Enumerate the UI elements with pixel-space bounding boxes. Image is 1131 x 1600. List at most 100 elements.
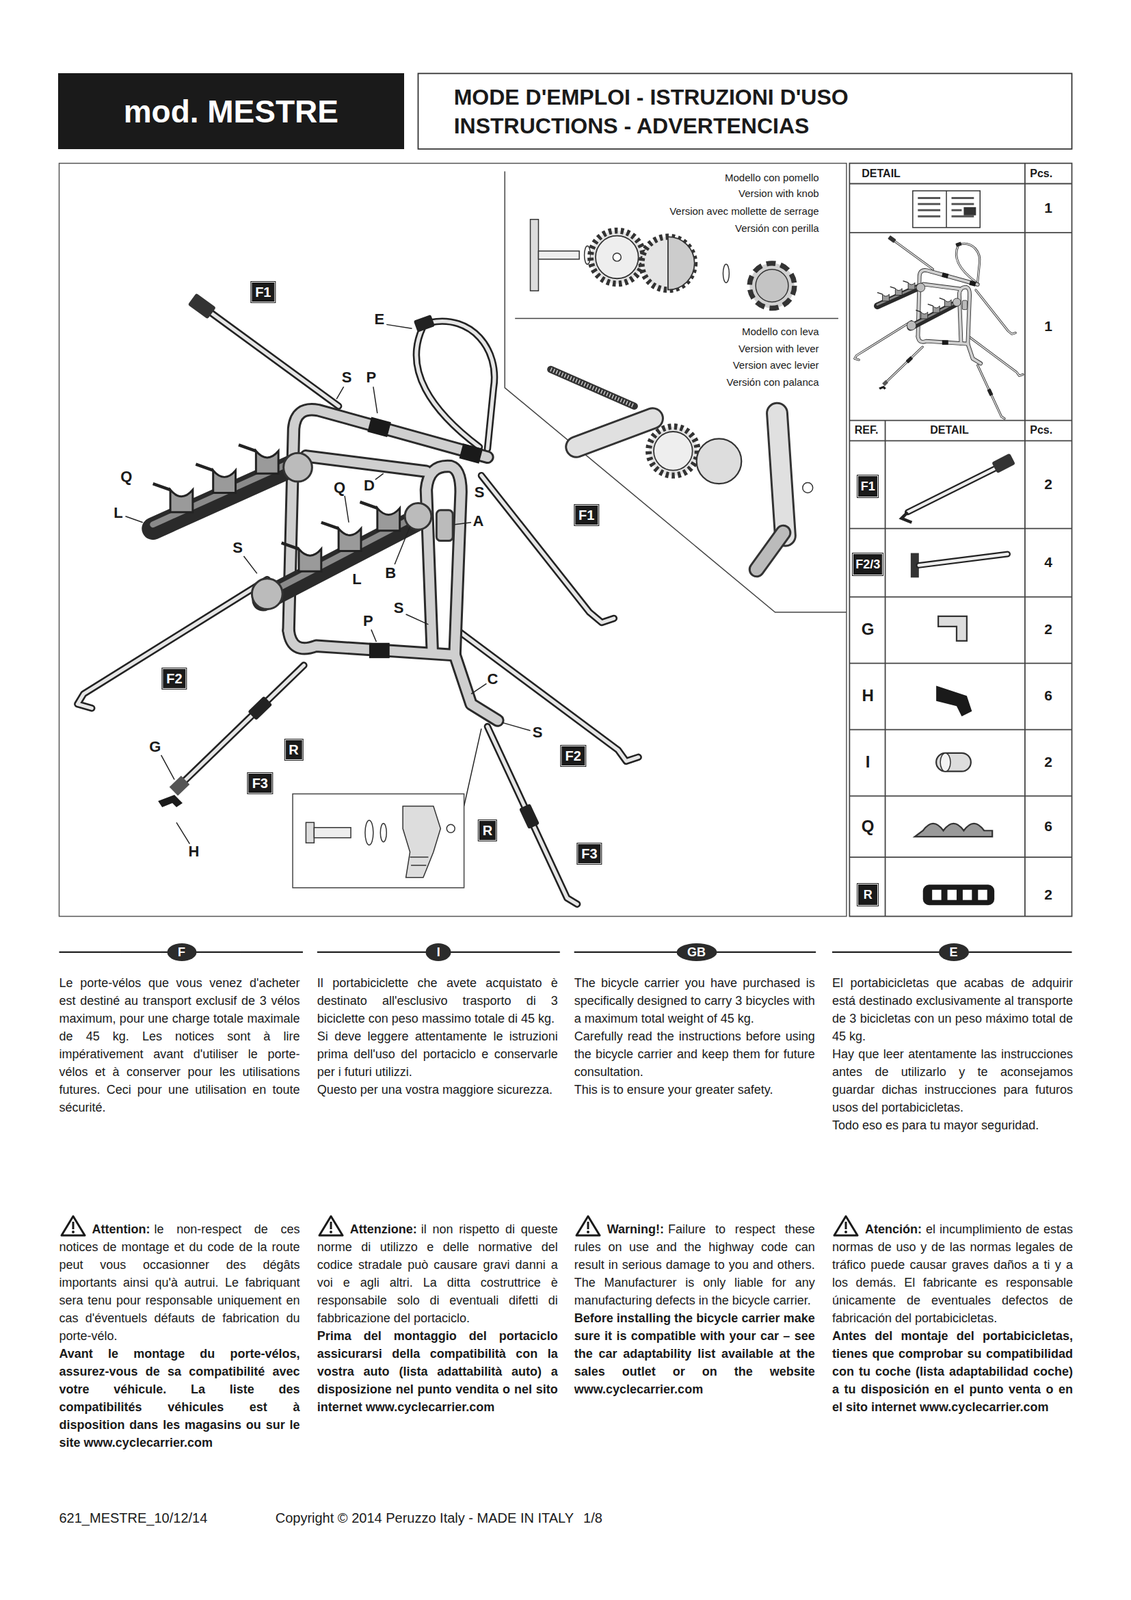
- illustration-frame: [59, 163, 847, 917]
- version-caption: Version with knob: [738, 188, 820, 200]
- leader-line: [394, 526, 410, 565]
- leader-line: [336, 386, 344, 399]
- warning-icon: [61, 1215, 85, 1235]
- parts-table-icon: [912, 190, 980, 228]
- part-callout-badge: F2: [162, 668, 186, 689]
- warning-heading: Atención:: [865, 1221, 922, 1236]
- warning-icon: [319, 1215, 343, 1235]
- fixing-detail: [446, 823, 455, 833]
- node-text: I: [436, 945, 441, 959]
- warning-icon: [586, 1221, 589, 1229]
- part-letter: P: [363, 612, 374, 630]
- warning-icon: [574, 1213, 602, 1237]
- warning-icon: [576, 1215, 600, 1235]
- leader-line: [386, 324, 412, 329]
- version-caption: Versión con perilla: [735, 222, 820, 234]
- node-text: F1: [578, 507, 595, 523]
- part-letter: G: [149, 737, 161, 755]
- parts-table-icon: [901, 512, 912, 523]
- parts-table-icon: [945, 190, 947, 228]
- footer-text: 621_MESTRE_10/12/14: [59, 1509, 208, 1526]
- table-cell: 2: [1044, 886, 1053, 903]
- table-cell: Q: [861, 816, 875, 836]
- instruction-text: This is to ensure your greater safety.: [574, 1080, 816, 1099]
- fixing-detail: [380, 823, 387, 842]
- part-letter: S: [232, 538, 243, 556]
- warning-text: il non rispetto di queste norme di utili…: [317, 1221, 558, 1325]
- lever-version-detail: [648, 426, 699, 476]
- parts-table-icon: [991, 452, 1016, 473]
- node-text: R: [863, 887, 873, 902]
- warning-icon: [317, 1213, 345, 1237]
- table-cell: 6: [1044, 687, 1053, 704]
- warning-paragraph: Atención:el incumplimiento de estas norm…: [832, 1213, 1073, 1327]
- warning-text: le non-respect de ces notices de montage…: [59, 1221, 301, 1343]
- warning-heading: Attention:: [92, 1221, 151, 1236]
- part-callout-badge: F3: [248, 772, 273, 794]
- leader-line: [406, 614, 429, 625]
- detail-inset-outline: [504, 171, 847, 612]
- table-cell: H: [862, 685, 874, 705]
- node-text: F2/3: [855, 557, 881, 571]
- lever-version-detail: [776, 413, 785, 536]
- parts-table-grid: [849, 662, 1072, 664]
- knob-version-detail: [595, 235, 639, 279]
- leader-line: [125, 516, 143, 523]
- compatibility-note: Before installing the bicycle carrier ma…: [574, 1308, 816, 1398]
- leader-line: [371, 629, 377, 642]
- warning-paragraph: Attention:le non-respect de ces notices …: [59, 1213, 301, 1345]
- parts-table-icon: [940, 752, 951, 772]
- document-title: MODE D'EMPLOI - ISTRUZIONI D'USO INSTRUC…: [454, 82, 933, 141]
- parts-table-icon: [919, 553, 1008, 565]
- lever-version-detail: [550, 369, 634, 407]
- parts-table-icon: [932, 889, 941, 900]
- warning-icon: [71, 1230, 75, 1233]
- fixing-detail: [292, 793, 465, 888]
- fixing-detail: [410, 856, 429, 866]
- fixing-detail: [305, 821, 314, 843]
- compatibility-note: Prima del montaggio del portaciclo assic…: [317, 1326, 558, 1416]
- table-cell: DETAIL: [861, 166, 901, 180]
- parts-table-grid: [849, 163, 1072, 917]
- footer-text: Copyright © 2014 Peruzzo Italy - MADE IN…: [275, 1509, 574, 1526]
- part-letter: H: [188, 843, 199, 861]
- part-letter: L: [352, 570, 362, 588]
- node-text: F2: [565, 748, 582, 764]
- parts-table-icon: [923, 884, 995, 905]
- table-cell: I: [865, 752, 871, 772]
- warning-icon: [329, 1221, 332, 1229]
- table-cell: REF.: [854, 423, 879, 437]
- part-letter: S: [341, 368, 353, 386]
- part-letter: L: [113, 504, 123, 522]
- leader-line: [176, 821, 190, 844]
- leader-line: [344, 495, 349, 523]
- part-letter: P: [366, 368, 377, 386]
- node-text: F1: [255, 284, 271, 300]
- text-column: Le porte-vélos que vous venez d'acheter …: [59, 973, 301, 1116]
- instruction-text: Questo per una vostra maggiore sicurezza…: [317, 1080, 558, 1099]
- part-callout-badge: F3: [577, 843, 602, 864]
- knob-version-detail: [590, 230, 645, 284]
- warning-heading: Attenzione:: [350, 1221, 418, 1236]
- part-letter: C: [486, 670, 498, 688]
- parts-table-icon: [907, 464, 1002, 513]
- parts-table-grid: [849, 231, 1072, 234]
- parts-table-icon: [947, 889, 957, 900]
- version-caption: Modello con pomello: [724, 171, 820, 184]
- table-cell: 6: [1044, 817, 1053, 835]
- instruction-text: Hay que leer atentamente las instruccion…: [832, 1044, 1073, 1116]
- parts-table-icon: [936, 752, 971, 772]
- parts-table-grid: [849, 856, 1072, 858]
- fixing-detail: [313, 827, 351, 838]
- instruction-text: Carefully read the instructions before u…: [574, 1027, 816, 1081]
- part-callout-badge: R: [478, 819, 497, 841]
- warning-column: Warning!:Failure to respect these rules …: [574, 1213, 816, 1398]
- warning-icon: [586, 1230, 590, 1233]
- part-callout-badge: F1: [250, 281, 275, 303]
- leader-line: [375, 473, 384, 480]
- instruction-text: El portabicicletas que acabas de adquiri…: [832, 973, 1073, 1045]
- instruction-text: Todo eso es para tu mayor seguridad.: [832, 1115, 1073, 1134]
- table-cell: 2: [1044, 620, 1053, 638]
- text-column: Il portabiciclette che avete acquistato …: [317, 973, 558, 1099]
